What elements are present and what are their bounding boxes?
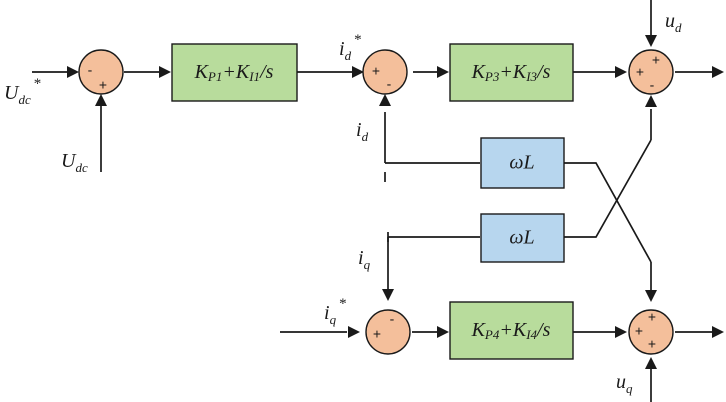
pi-block-1: KP1+KI1/s (171, 43, 298, 102)
arrowhead (712, 66, 724, 78)
sum-junction-2: + - (362, 49, 408, 95)
sum-junction-3: + + - (628, 49, 674, 95)
arrowhead (352, 66, 364, 78)
arrowhead (645, 290, 657, 302)
label-id: id (356, 119, 369, 144)
sum-junction-5: + + + (628, 309, 674, 355)
arrowhead (645, 357, 657, 369)
arrowhead (67, 66, 79, 78)
arrowhead (615, 66, 627, 78)
arrowhead (95, 94, 107, 106)
label-uq: uq (616, 371, 633, 396)
sign-plus: + (648, 309, 656, 325)
sign-plus: + (372, 63, 380, 79)
label-udc: Udc (61, 150, 88, 175)
arrowheads (67, 35, 724, 369)
label-iq-ref: iq* (324, 296, 347, 327)
sign-plus: + (99, 77, 107, 93)
sum-junction-1: - + (78, 49, 124, 95)
svg-text:ωL: ωL (509, 227, 534, 249)
sign-plus: + (652, 52, 660, 68)
svg-text:ωL: ωL (509, 152, 534, 174)
signal-lines (32, 0, 712, 402)
arrowhead (615, 326, 627, 338)
arrowhead (159, 66, 171, 78)
svg-text:KP1+KI1/s: KP1+KI1/s (194, 61, 274, 84)
sign-minus: - (88, 62, 93, 78)
sum-junction-4: + - (365, 309, 411, 355)
arrowhead (382, 289, 394, 301)
pi-block-4: KP4+KI4/s (449, 301, 574, 360)
arrowhead (437, 66, 449, 78)
arrowhead (645, 95, 657, 107)
arrowhead (379, 94, 391, 106)
sign-plus: + (648, 336, 656, 352)
label-id-ref: id* (339, 32, 362, 63)
label-ud: ud (665, 10, 682, 35)
sign-minus: - (390, 311, 395, 327)
sign-plus: + (373, 326, 381, 342)
label-iq: iq (358, 247, 371, 272)
svg-text:KP3+KI3/s: KP3+KI3/s (471, 61, 551, 84)
arrowhead (645, 35, 657, 47)
sign-minus: - (650, 77, 655, 93)
arrowhead (348, 326, 360, 338)
sign-minus: - (387, 76, 392, 92)
arrowhead (712, 326, 724, 338)
sign-plus: + (635, 323, 643, 339)
arrowhead (437, 326, 449, 338)
decoupling-block-top: ωL (480, 137, 565, 189)
pi-block-3: KP3+KI3/s (449, 43, 574, 102)
label-udc-ref: Udc* (4, 76, 41, 107)
sign-plus: + (636, 64, 644, 80)
svg-text:KP4+KI4/s: KP4+KI4/s (471, 319, 551, 342)
decoupling-block-bottom: ωL (480, 213, 565, 263)
